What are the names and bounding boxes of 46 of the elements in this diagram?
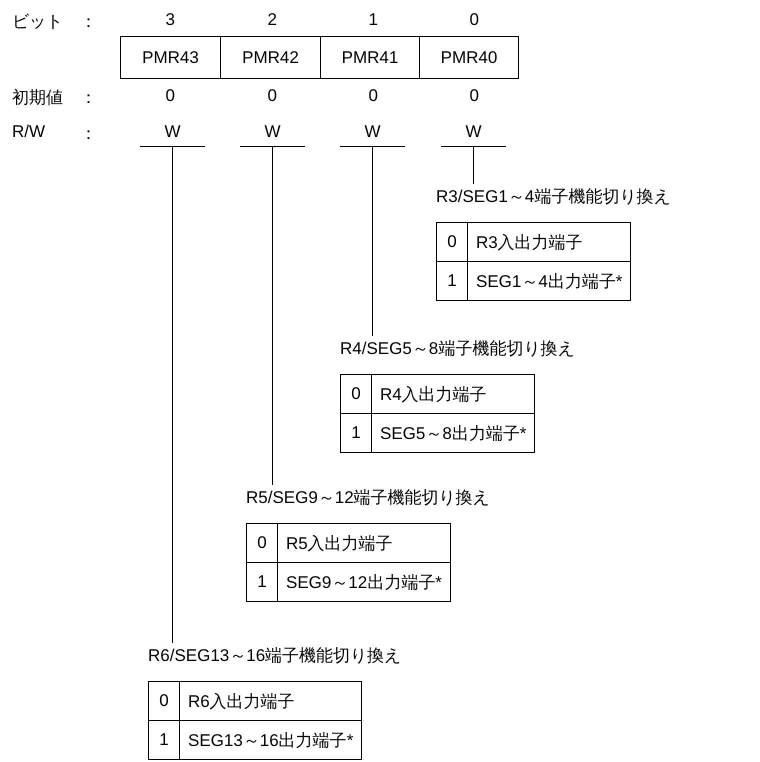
bit-value: 0: [166, 86, 175, 106]
bit-value: 1: [368, 10, 378, 30]
table-cell: 0: [148, 682, 180, 720]
table-heading: R5/SEG9～12端子機能切り換え: [246, 487, 490, 509]
access-mode: W: [441, 121, 506, 147]
leader-line: [473, 146, 474, 184]
table-cell: R6入出力端子: [180, 682, 362, 720]
bit-value: 2: [268, 10, 277, 30]
register-bit-cell: PMR40: [419, 36, 519, 79]
row-label: ビット: [12, 11, 63, 33]
bit-value: 0: [368, 86, 378, 106]
table-cell: 1: [148, 720, 180, 760]
table-cell: 0: [246, 524, 278, 562]
table-cell: SEG5～8出力端子*: [372, 414, 535, 452]
register-bit-cell: PMR43: [120, 36, 221, 79]
table-heading: R4/SEG5～8端子機能切り換え: [340, 338, 574, 360]
table-cell: SEG9～12出力端子*: [278, 562, 450, 602]
table-heading: R3/SEG1～4端子機能切り換え: [436, 186, 670, 208]
leader-line: [172, 146, 173, 644]
leader-line: [272, 146, 273, 486]
table-cell: R3入出力端子: [468, 222, 631, 262]
table-cell: R5入出力端子: [278, 524, 450, 562]
row-label: R/W: [12, 122, 46, 142]
bit-value: 0: [268, 86, 277, 106]
leader-line: [372, 146, 373, 336]
table-cell: 1: [340, 414, 372, 452]
access-mode: W: [340, 121, 405, 147]
table-cell: 0: [340, 374, 372, 414]
table-cell: R4入出力端子: [372, 374, 535, 414]
table-cell: SEG1～4出力端子*: [468, 262, 631, 300]
access-mode: W: [240, 121, 305, 147]
bit-value: 0: [470, 10, 479, 30]
bit-value: 3: [166, 10, 175, 30]
register-bit-cell: PMR41: [320, 36, 420, 79]
row-label: 初期値: [12, 87, 63, 109]
register-bit-cell: PMR42: [220, 36, 321, 79]
table-heading: R6/SEG13～16端子機能切り換え: [148, 645, 402, 667]
table-cell: 1: [436, 262, 468, 300]
colon: ：: [80, 11, 97, 33]
colon: ：: [80, 123, 97, 145]
table-cell: SEG13～16出力端子*: [180, 720, 362, 760]
bit-value: 0: [470, 86, 479, 106]
table-cell: 1: [246, 562, 278, 602]
colon: ：: [80, 87, 97, 109]
table-cell: 0: [436, 222, 468, 262]
access-mode: W: [140, 121, 205, 147]
